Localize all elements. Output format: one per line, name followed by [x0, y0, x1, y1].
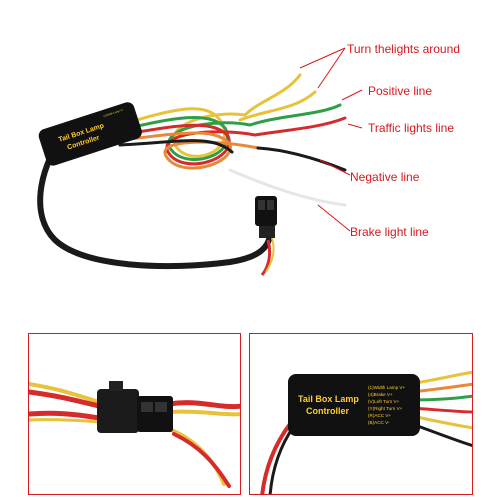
wire-black-out — [256, 146, 347, 172]
main-connector-plug — [255, 196, 277, 238]
wire-white-out — [228, 168, 347, 207]
callout-traffic-lights-line: Traffic lights line — [368, 121, 454, 135]
callout-lines — [299, 47, 363, 232]
callout-positive-line: Positive line — [368, 84, 432, 98]
main-connector-yellow-wire — [265, 237, 275, 273]
detail-panel-connector — [28, 333, 241, 495]
main-black-cable — [37, 137, 273, 270]
main-product-image: Tail Box Lamp Controller (1)Width Lamp V… — [37, 42, 460, 276]
callout-brake-light-line: Brake light line — [350, 225, 429, 239]
controller-closeup-image: Tail Box Lamp Controller (1)Width Lamp V… — [260, 370, 472, 494]
pin-label-list: (1)Width Lamp V+ (4)Brake V+ (V)Left Tur… — [368, 385, 405, 425]
main-connector-red-wire — [260, 239, 272, 276]
pin-label: (Y)Right Turn V+ — [368, 406, 403, 411]
callout-negative-line: Negative line — [350, 170, 420, 184]
controller-box: Tail Box Lamp Controller (1)Width Lamp V… — [38, 102, 142, 166]
callout-labels: Turn thelights around Positive line Traf… — [347, 42, 460, 239]
main-wire-bundle — [118, 73, 347, 207]
box-title-line2: Controller — [306, 406, 349, 416]
wire-yellow-out — [243, 73, 302, 117]
connector-closeup-image — [29, 381, 240, 488]
pin-label: (1)Width Lamp V+ — [368, 385, 405, 390]
callout-turn-lights: Turn thelights around — [347, 42, 460, 56]
pin-label: (R)ACC V+ — [368, 413, 391, 418]
main-box-pin-1: (1)Width Lamp V+ — [103, 107, 125, 117]
pin-label: (B)ACC V- — [368, 420, 390, 425]
detail-panel-controller: Tail Box Lamp Controller (1)Width Lamp V… — [249, 333, 473, 495]
pin-label: (4)Brake V+ — [368, 392, 393, 397]
pin-label: (V)Left Turn V+ — [368, 399, 400, 404]
wire-red-out — [253, 116, 347, 137]
wire-yellow2-out — [238, 90, 317, 122]
box-title-line1: Tail Box Lamp — [298, 394, 359, 404]
controller-closeup-box: Tail Box Lamp Controller (1)Width Lamp V… — [288, 374, 420, 436]
wire-green-out — [248, 103, 342, 127]
connector-closeup-plug — [97, 381, 173, 433]
